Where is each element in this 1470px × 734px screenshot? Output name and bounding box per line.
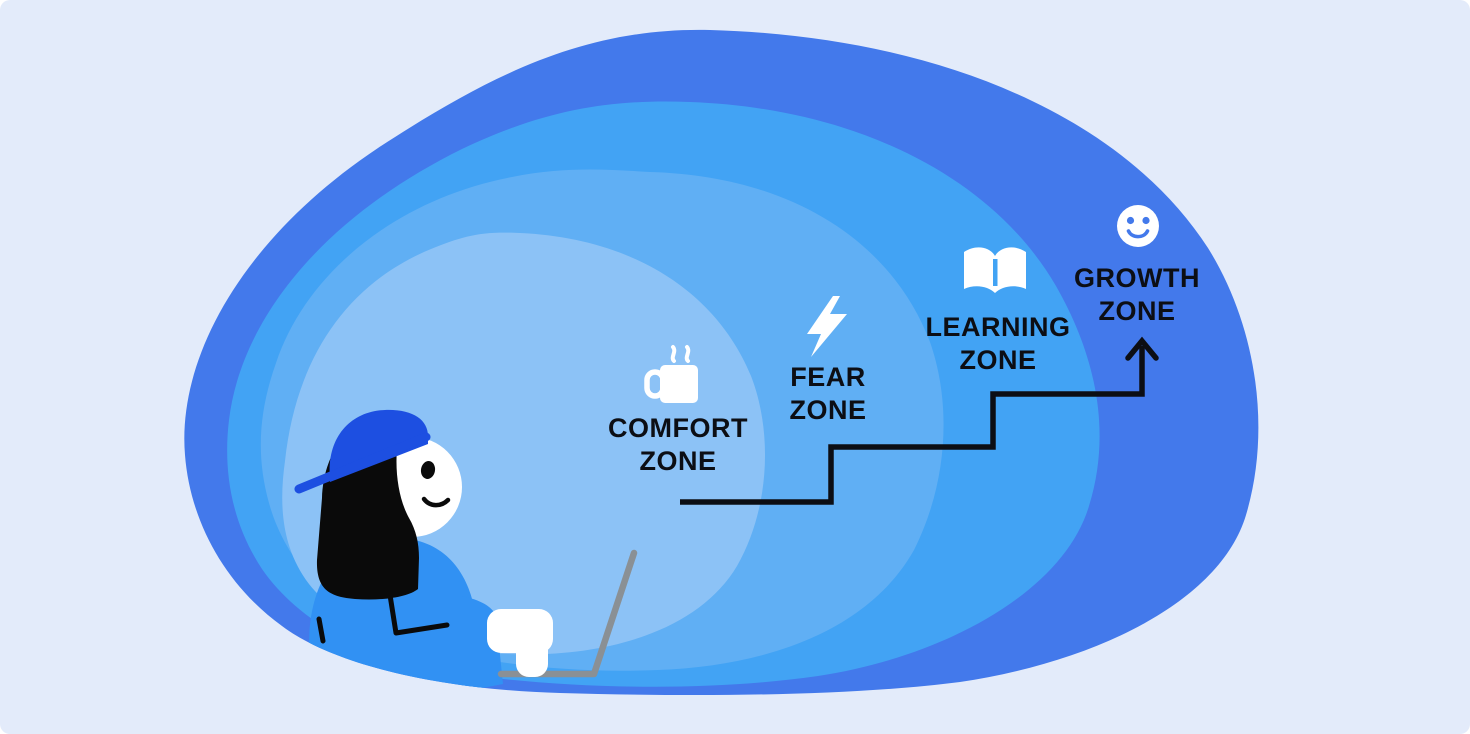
learning-zone-label: LEARNING ZONE bbox=[926, 311, 1071, 377]
person-hand-thumb bbox=[516, 637, 548, 677]
staircase-arrow bbox=[680, 336, 1159, 505]
lightning-bolt-icon bbox=[807, 296, 847, 357]
fear-zone-label: FEAR ZONE bbox=[789, 361, 866, 427]
comfort-zone-label-line2: ZONE bbox=[639, 446, 717, 476]
arrowhead bbox=[1125, 336, 1159, 361]
person-eye bbox=[420, 461, 436, 479]
growth-zone-label: GROWTH ZONE bbox=[1074, 262, 1200, 328]
shirt-side-mark bbox=[316, 616, 326, 644]
open-book-icon bbox=[964, 247, 1026, 293]
staircase-steps bbox=[680, 346, 1145, 505]
comfort-zone-label: COMFORT ZONE bbox=[608, 412, 748, 478]
fear-zone-label-line1: FEAR bbox=[790, 362, 866, 392]
growth-zone-label-line2: ZONE bbox=[1098, 296, 1176, 326]
growth-zone-label-line1: GROWTH bbox=[1074, 263, 1200, 293]
learning-zone-label-line2: ZONE bbox=[959, 345, 1037, 375]
person-smile bbox=[421, 496, 451, 508]
comfort-zone-label-line1: COMFORT bbox=[608, 413, 748, 443]
learning-zone-label-line1: LEARNING bbox=[925, 312, 1071, 342]
fear-zone-label-line2: ZONE bbox=[789, 395, 867, 425]
person-cap-brim bbox=[294, 432, 431, 494]
coffee-mug-icon bbox=[644, 345, 698, 403]
shirt-collar-mark bbox=[387, 592, 450, 636]
smiley-face-icon bbox=[1117, 205, 1159, 247]
person-figure bbox=[294, 409, 638, 696]
